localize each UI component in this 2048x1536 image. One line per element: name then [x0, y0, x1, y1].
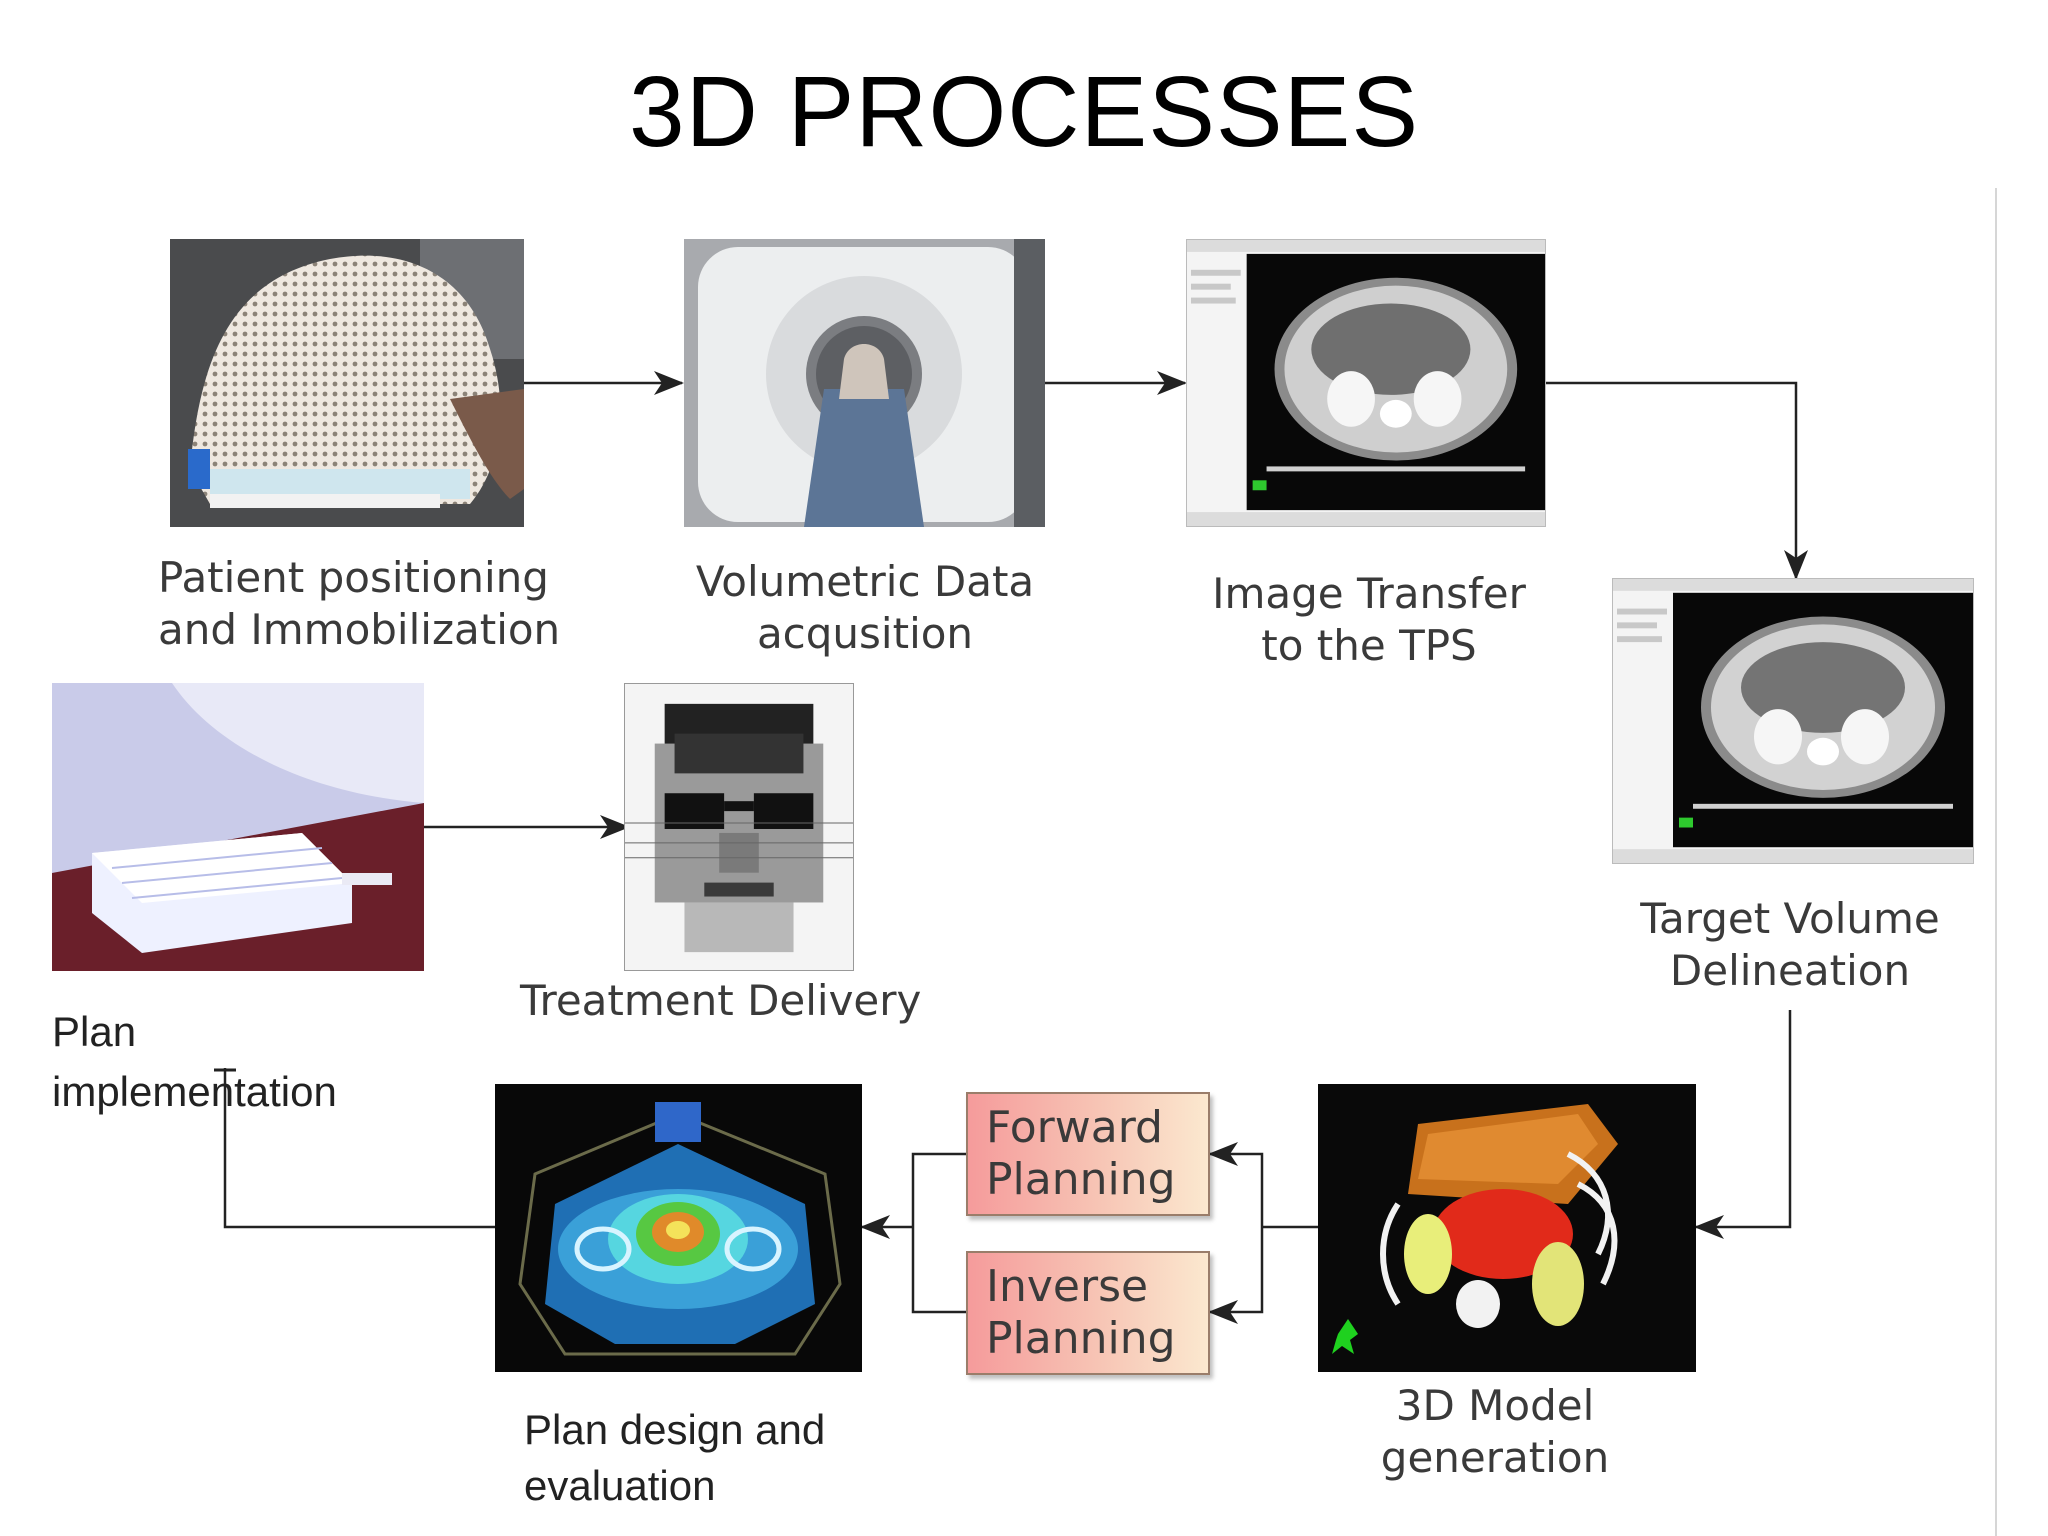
implementation-label: Plan implementation: [52, 1008, 337, 1115]
arrow-transfer-to-delineation: [1545, 381, 1808, 580]
ct-scanner-photo: [684, 239, 1045, 527]
inverse-planning-line1: Inverse: [986, 1261, 1149, 1312]
plan-design-dose-image: [495, 1084, 862, 1372]
model-label: 3D Model generation: [1380, 1381, 1610, 1482]
forward-planning-line1: Forward: [986, 1102, 1163, 1153]
forward-planning-line2: Planning: [986, 1154, 1176, 1205]
acquisition-label: Volumetric Data acqusition: [695, 557, 1035, 658]
page-title: 3D PROCESSES: [628, 56, 1420, 168]
positioning-label: Patient positioning and Immobilization: [158, 553, 561, 654]
slide-edge-divider: [1995, 188, 1997, 1536]
3d-model-render: [1318, 1084, 1696, 1372]
target-delineation-screenshot: [1612, 578, 1974, 864]
transfer-label: Image Transfer to the TPS: [1212, 569, 1526, 670]
patient-positioning-photo: [170, 239, 524, 527]
inverse-planning-line2: Planning: [986, 1313, 1176, 1364]
connector-planning-to-design: [911, 1152, 966, 1314]
plan-implementation-photo: [52, 683, 424, 971]
tps-transfer-screenshot: [1186, 239, 1546, 527]
delineation-label: Target Volume Delineation: [1640, 894, 1940, 995]
arrow-to-inverse-planning: [1208, 1227, 1264, 1324]
forward-planning-box: Forward Planning: [966, 1092, 1210, 1216]
arrow-to-forward-planning: [1208, 1142, 1264, 1227]
arrow-delineation-to-model: [1694, 1010, 1792, 1239]
delivery-label: Treatment Delivery: [520, 976, 922, 1025]
design-label: Plan design and evaluation: [524, 1406, 826, 1509]
inverse-planning-box: Inverse Planning: [966, 1251, 1210, 1375]
treatment-delivery-image: [624, 683, 854, 971]
